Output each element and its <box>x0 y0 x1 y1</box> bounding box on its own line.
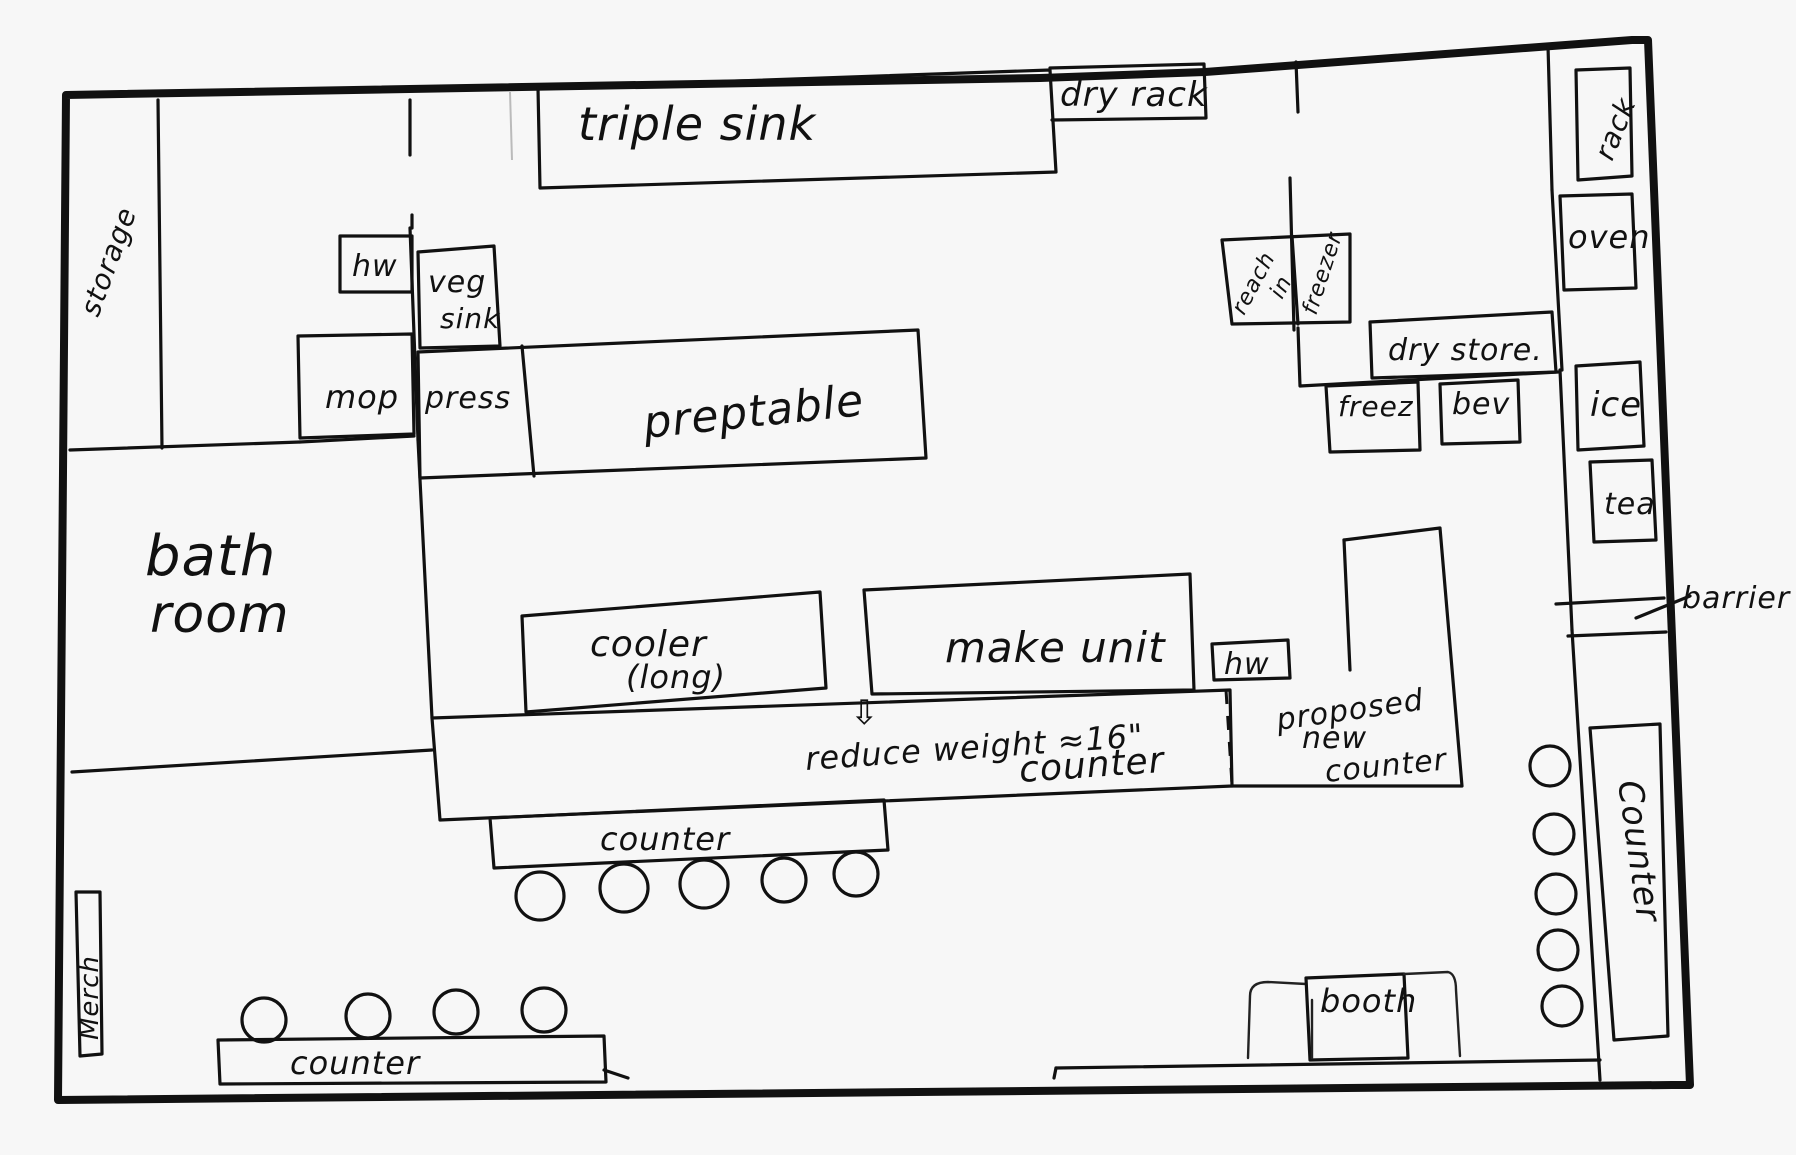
merch-label: Merch <box>75 955 105 1040</box>
merch-shelf: Merch <box>74 890 105 1058</box>
dry-rack-top-label: dry rack <box>1060 75 1208 115</box>
hw-center-label: hw <box>1224 647 1270 682</box>
press-label: press <box>424 381 511 416</box>
storage-label: storage <box>74 203 144 321</box>
counter-right-label: Counter <box>1609 778 1669 926</box>
reach-in-freezer: reach in freezer <box>1220 228 1352 326</box>
bev-unit: bev <box>1438 378 1522 446</box>
booth: booth <box>1052 970 1602 1080</box>
stool <box>1536 928 1580 972</box>
bathroom-label-1: bath <box>145 524 276 589</box>
dry-store-label: dry store. <box>1388 333 1543 368</box>
make-unit-label: make unit <box>945 623 1166 672</box>
proposed-new-counter: proposed new counter <box>1224 526 1464 790</box>
outer-wall <box>54 36 1694 1104</box>
triple-sink-label: triple sink <box>578 97 818 151</box>
rack-label: rack <box>1588 92 1643 165</box>
stool <box>1534 872 1578 916</box>
stool <box>1540 984 1584 1028</box>
preptable-label: preptable <box>640 375 867 449</box>
ice-label: ice <box>1590 385 1642 425</box>
bar-counter-label: counter <box>600 820 731 858</box>
reduce-weight-arrow: ⇩ <box>850 693 880 733</box>
freez-unit: freez <box>1324 380 1422 454</box>
hw-left-label: hw <box>352 249 398 284</box>
right-equipment-column: rack oven ice tea barrier Counter <box>1546 44 1791 1082</box>
stool <box>832 850 880 898</box>
cooler-label-1: cooler <box>590 624 708 665</box>
bathroom-label-2: room <box>150 585 290 645</box>
bev-label: bev <box>1452 387 1511 422</box>
barrier-label: barrier <box>1682 581 1791 616</box>
cooler-label-2: (long) <box>626 658 726 696</box>
stool <box>344 992 392 1040</box>
hand-wash-sink-center: hw <box>1210 638 1292 682</box>
stool <box>678 858 730 910</box>
mop-sink: mop <box>296 332 416 440</box>
veg-sink-label-1: veg <box>428 265 486 300</box>
hand-wash-sink-left: hw <box>338 234 414 294</box>
proposed-label-2: new <box>1302 721 1367 756</box>
stool <box>514 870 566 922</box>
stool <box>520 986 568 1034</box>
stool <box>760 856 808 904</box>
stool <box>240 996 288 1044</box>
bottom-counter: counter <box>216 986 630 1086</box>
prep-table: press preptable <box>416 328 928 480</box>
stool <box>432 988 480 1036</box>
triple-sink: triple sink <box>509 68 1058 190</box>
bar-counter: counter <box>488 798 890 922</box>
right-stools <box>1528 744 1584 1028</box>
veg-sink-label-2: sink <box>440 302 501 335</box>
booth-label: booth <box>1320 982 1417 1020</box>
dry-store: dry store. <box>1296 310 1560 388</box>
mop-label: mop <box>325 378 399 416</box>
veg-sink: veg sink <box>416 244 502 350</box>
make-unit: make unit <box>862 572 1196 696</box>
freezer-top-label: freezer <box>1298 228 1348 317</box>
cooler-long: cooler (long) <box>520 590 828 714</box>
tea-label: tea <box>1604 487 1656 522</box>
stool <box>1528 744 1572 788</box>
freez-label: freez <box>1338 390 1414 423</box>
stool <box>1532 812 1576 856</box>
main-counter-label: counter <box>1018 740 1167 791</box>
dry-rack-top: dry rack <box>1048 60 1300 122</box>
oven-label: oven <box>1568 218 1650 256</box>
bottom-counter-label: counter <box>290 1044 421 1082</box>
stool <box>598 862 650 914</box>
